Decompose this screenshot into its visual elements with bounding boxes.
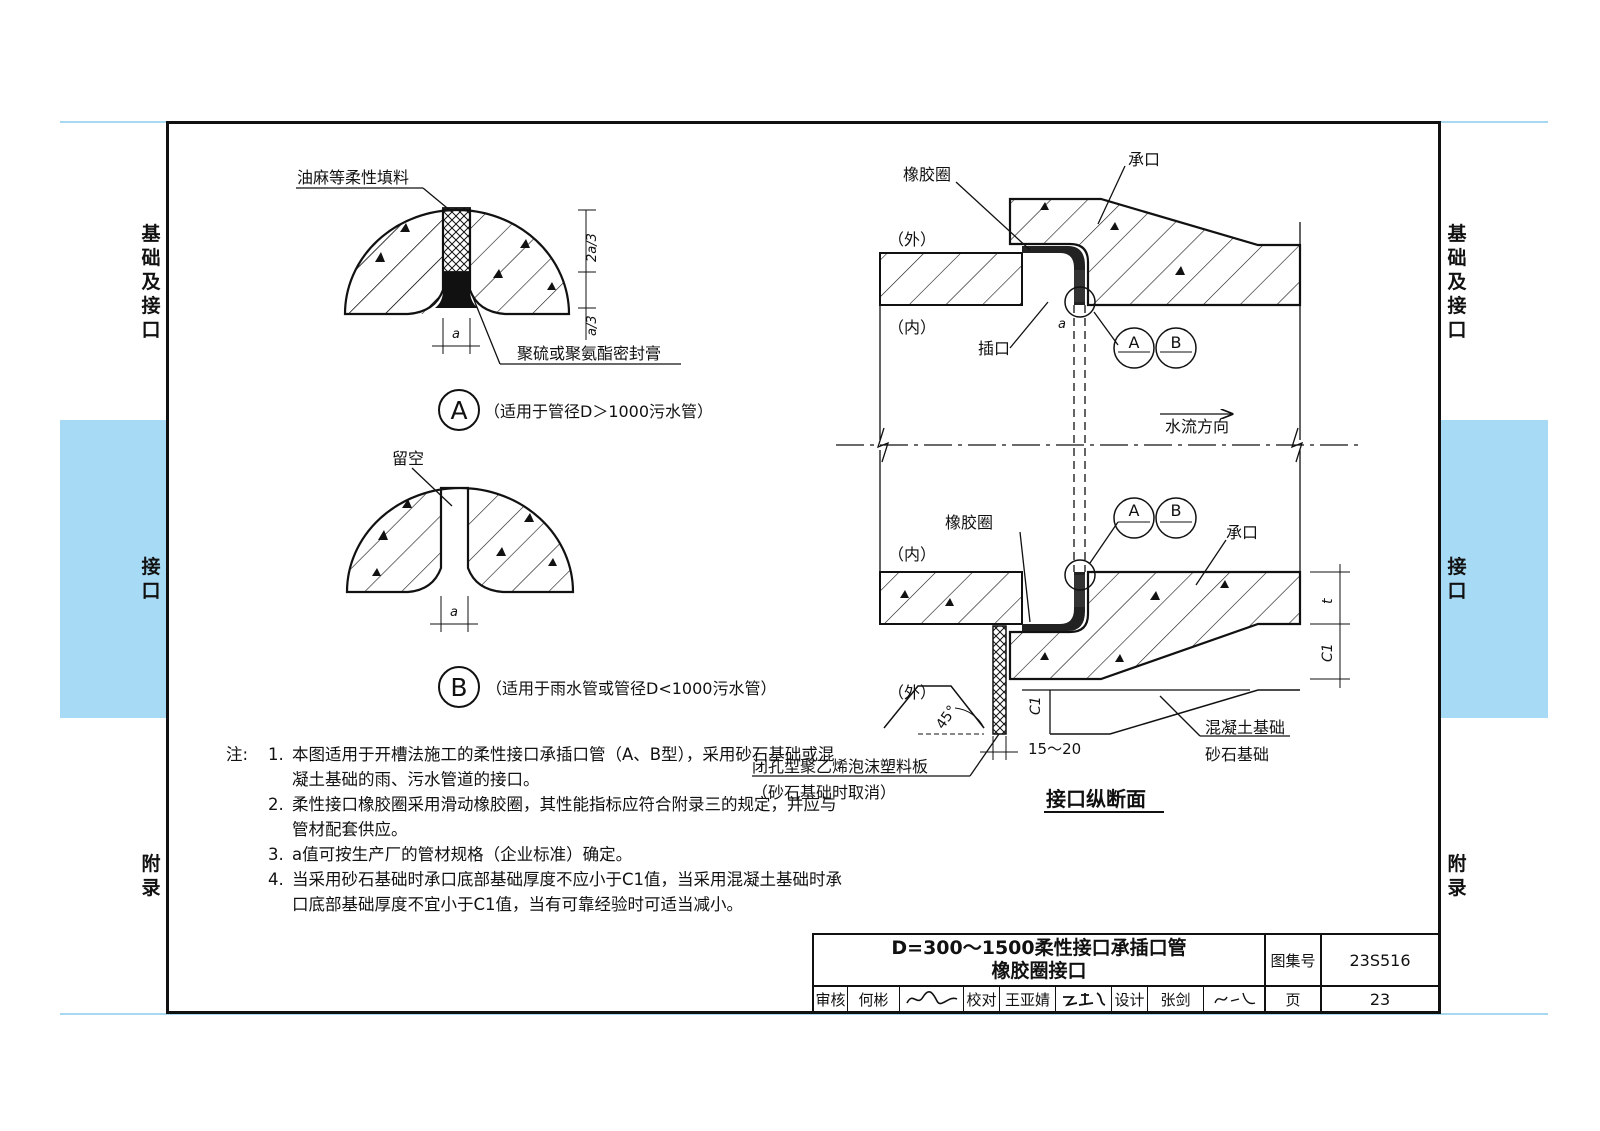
dim-a-section: a bbox=[1058, 317, 1066, 332]
notes-block: 注: 1. 本图适用于开槽法施工的柔性接口承插口管（A、B型），采用砂石基础或混… bbox=[226, 742, 846, 917]
page-number: 23 bbox=[1369, 989, 1391, 1009]
label-outer-top: （外） bbox=[888, 230, 936, 249]
mark-b: B bbox=[450, 673, 467, 702]
label-flow-direction: 水流方向 bbox=[1165, 417, 1229, 436]
label-foam-board: 闭孔型聚乙烯泡沫塑料板 bbox=[752, 757, 928, 776]
check-signature bbox=[1056, 987, 1112, 1011]
side-tab-foundation-right[interactable]: 基础及接口 bbox=[1447, 223, 1467, 341]
left-active-band bbox=[60, 420, 166, 718]
dim-one-third-a: a/3 bbox=[585, 315, 600, 336]
ref-a-bottom: A bbox=[1129, 501, 1140, 520]
dim-width-a: a bbox=[452, 327, 460, 342]
ref-b-bottom: B bbox=[1171, 501, 1182, 520]
review-label: 审核 bbox=[814, 987, 848, 1011]
atlas-label: 图集号 bbox=[1266, 935, 1322, 987]
atlas-number: 23S516 bbox=[1322, 935, 1438, 987]
note-number: 4. bbox=[268, 870, 284, 889]
section-title: 接口纵断面 bbox=[1046, 787, 1146, 811]
label-sand-base: 砂石基础 bbox=[1205, 745, 1269, 764]
label-outer-bottom: （外） bbox=[888, 683, 936, 702]
detail-a: 油麻等柔性填料 聚硫或聚氨酯密封膏 2a/3 a/3 a A （适用于管径D＞1… bbox=[296, 168, 713, 431]
joint-section: （外） （内） 橡胶圈 承口 插口 a A B 水流方向 bbox=[752, 150, 1360, 813]
note-number: 1. bbox=[268, 745, 284, 764]
side-tab-appendix-left[interactable]: 附录 bbox=[141, 853, 161, 899]
design-name: 张剑 bbox=[1148, 987, 1204, 1011]
note-text: a值可按生产厂的管材规格（企业标准）确定。 bbox=[292, 845, 633, 864]
label-filler: 油麻等柔性填料 bbox=[297, 168, 409, 187]
design-signature bbox=[1204, 987, 1266, 1011]
design-label: 设计 bbox=[1112, 987, 1148, 1011]
side-tab-joint-left[interactable]: 接口 bbox=[141, 556, 161, 602]
label-spigot: 插口 bbox=[978, 339, 1010, 358]
right-active-band bbox=[1441, 420, 1548, 718]
dim-c1-foundation: C1 bbox=[1028, 696, 1044, 715]
label-inner-top: （内） bbox=[888, 318, 936, 337]
label-rubber-ring-bottom: 橡胶圈 bbox=[945, 513, 993, 532]
review-name: 何彬 bbox=[848, 987, 900, 1011]
note-text: 本图适用于开槽法施工的柔性接口承插口管（A、B型），采用砂石基础或混凝土基础的雨… bbox=[292, 745, 835, 789]
page-label: 页 bbox=[1266, 987, 1322, 1011]
check-name: 王亚婧 bbox=[1000, 987, 1056, 1011]
caption-a: （适用于管径D＞1000污水管） bbox=[484, 402, 713, 421]
label-rubber-ring-top: 橡胶圈 bbox=[903, 165, 951, 184]
mark-a: A bbox=[450, 396, 467, 425]
label-socket-top: 承口 bbox=[1128, 150, 1160, 169]
note-number: 3. bbox=[268, 845, 284, 864]
caption-b: （适用于雨水管或管径D<1000污水管） bbox=[486, 679, 776, 698]
dim-gap-15-20: 15～20 bbox=[1028, 740, 1081, 758]
drawing-title-line1: D=300～1500柔性接口承插口管 bbox=[891, 937, 1187, 959]
label-sealant: 聚硫或聚氨酯密封膏 bbox=[517, 344, 661, 363]
ref-b-top: B bbox=[1171, 333, 1182, 352]
side-tab-appendix-right[interactable]: 附录 bbox=[1447, 853, 1467, 899]
drawing-title-cell: D=300～1500柔性接口承插口管 橡胶圈接口 bbox=[814, 935, 1266, 987]
label-foam-note: （砂石基础时取消） bbox=[752, 783, 896, 802]
label-concrete-base: 混凝土基础 bbox=[1205, 718, 1285, 737]
dim-width-b: a bbox=[450, 605, 458, 620]
label-inner-bottom: （内） bbox=[888, 545, 936, 564]
detail-b: 留空 a B （适用于雨水管或管径D<1000污水管） bbox=[345, 449, 776, 708]
ref-a-top: A bbox=[1129, 333, 1140, 352]
title-block: D=300～1500柔性接口承插口管 橡胶圈接口 图集号 23S516 审核 何… bbox=[812, 933, 1438, 1011]
note-text: 当采用砂石基础时承口底部基础厚度不应小于C1值，当采用混凝土基础时承口底部基础厚… bbox=[292, 870, 843, 914]
note-text: 柔性接口橡胶圈采用滑动橡胶圈，其性能指标应符合附录三的规定，并应与管材配套供应。 bbox=[292, 795, 837, 839]
label-socket-bottom: 承口 bbox=[1226, 523, 1258, 542]
note-number: 2. bbox=[268, 795, 284, 814]
review-signature bbox=[900, 987, 964, 1011]
bottom-guide-line bbox=[60, 1013, 1548, 1015]
dim-two-thirds-a: 2a/3 bbox=[585, 233, 600, 262]
dim-c1-right: C1 bbox=[1320, 643, 1336, 662]
notes-label: 注: bbox=[226, 745, 249, 764]
label-angle: 45° bbox=[933, 703, 960, 733]
drawing-title-line2: 橡胶圈接口 bbox=[991, 960, 1087, 982]
drawing-frame bbox=[166, 121, 1441, 1014]
check-label: 校对 bbox=[964, 987, 1000, 1011]
side-tab-joint-right[interactable]: 接口 bbox=[1447, 556, 1467, 602]
side-tab-foundation-left[interactable]: 基础及接口 bbox=[141, 223, 161, 341]
label-gap: 留空 bbox=[392, 449, 424, 468]
dim-t: t bbox=[1320, 598, 1336, 604]
